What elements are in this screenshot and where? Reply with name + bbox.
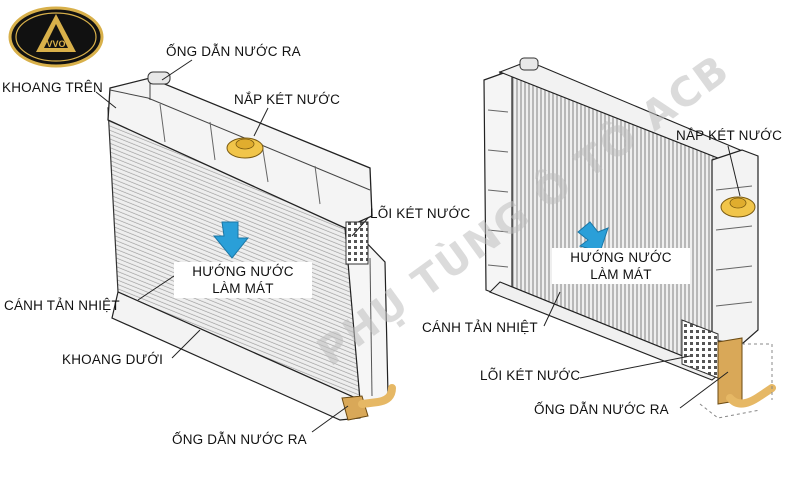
left-radiator — [107, 71, 396, 421]
label-right-flow-line2: LÀM MÁT — [590, 267, 652, 282]
label-left-core: LÕI KÉT NƯỚC — [370, 206, 471, 221]
right-side-tank — [711, 149, 759, 345]
label-left-flow-line2: LÀM MÁT — [212, 281, 274, 296]
label-right-flow: HƯỚNG NƯỚC LÀM MÁT — [552, 248, 690, 284]
left-flow-arrow — [212, 221, 250, 259]
left-radiator-cap — [226, 137, 264, 159]
right-flow-arrow — [577, 221, 609, 253]
right-radiator — [483, 57, 776, 419]
leader-lines — [95, 59, 741, 433]
label-left-cap: NẮP KÉT NƯỚC — [234, 92, 341, 107]
label-right-outlet: ỐNG DẪN NƯỚC RA — [534, 402, 669, 417]
right-radiator-cap — [720, 196, 756, 218]
label-right-cap: NẮP KÉT NƯỚC — [676, 128, 783, 143]
label-left-flow-line1: HƯỚNG NƯỚC — [192, 264, 294, 279]
label-left-flow: HƯỚNG NƯỚC LÀM MÁT — [174, 262, 312, 298]
label-left-outlet-top: ỐNG DẪN NƯỚC RA — [166, 44, 301, 59]
label-left-upper-tank: KHOANG TRÊN — [2, 80, 103, 95]
label-left-fins: CÁNH TẢN NHIỆT — [4, 298, 120, 313]
label-left-outlet-bottom: ỐNG DẪN NƯỚC RA — [172, 432, 307, 447]
label-right-flow-line1: HƯỚNG NƯỚC — [570, 250, 672, 265]
label-right-fins: CÁNH TẢN NHIỆT — [422, 320, 538, 335]
svg-text:VVO: VVO — [46, 39, 65, 49]
label-left-lower-tank: KHOANG DƯỚI — [62, 352, 164, 367]
vvo-logo: VVO — [8, 6, 104, 68]
label-right-core: LÕI KÉT NƯỚC — [480, 368, 581, 383]
